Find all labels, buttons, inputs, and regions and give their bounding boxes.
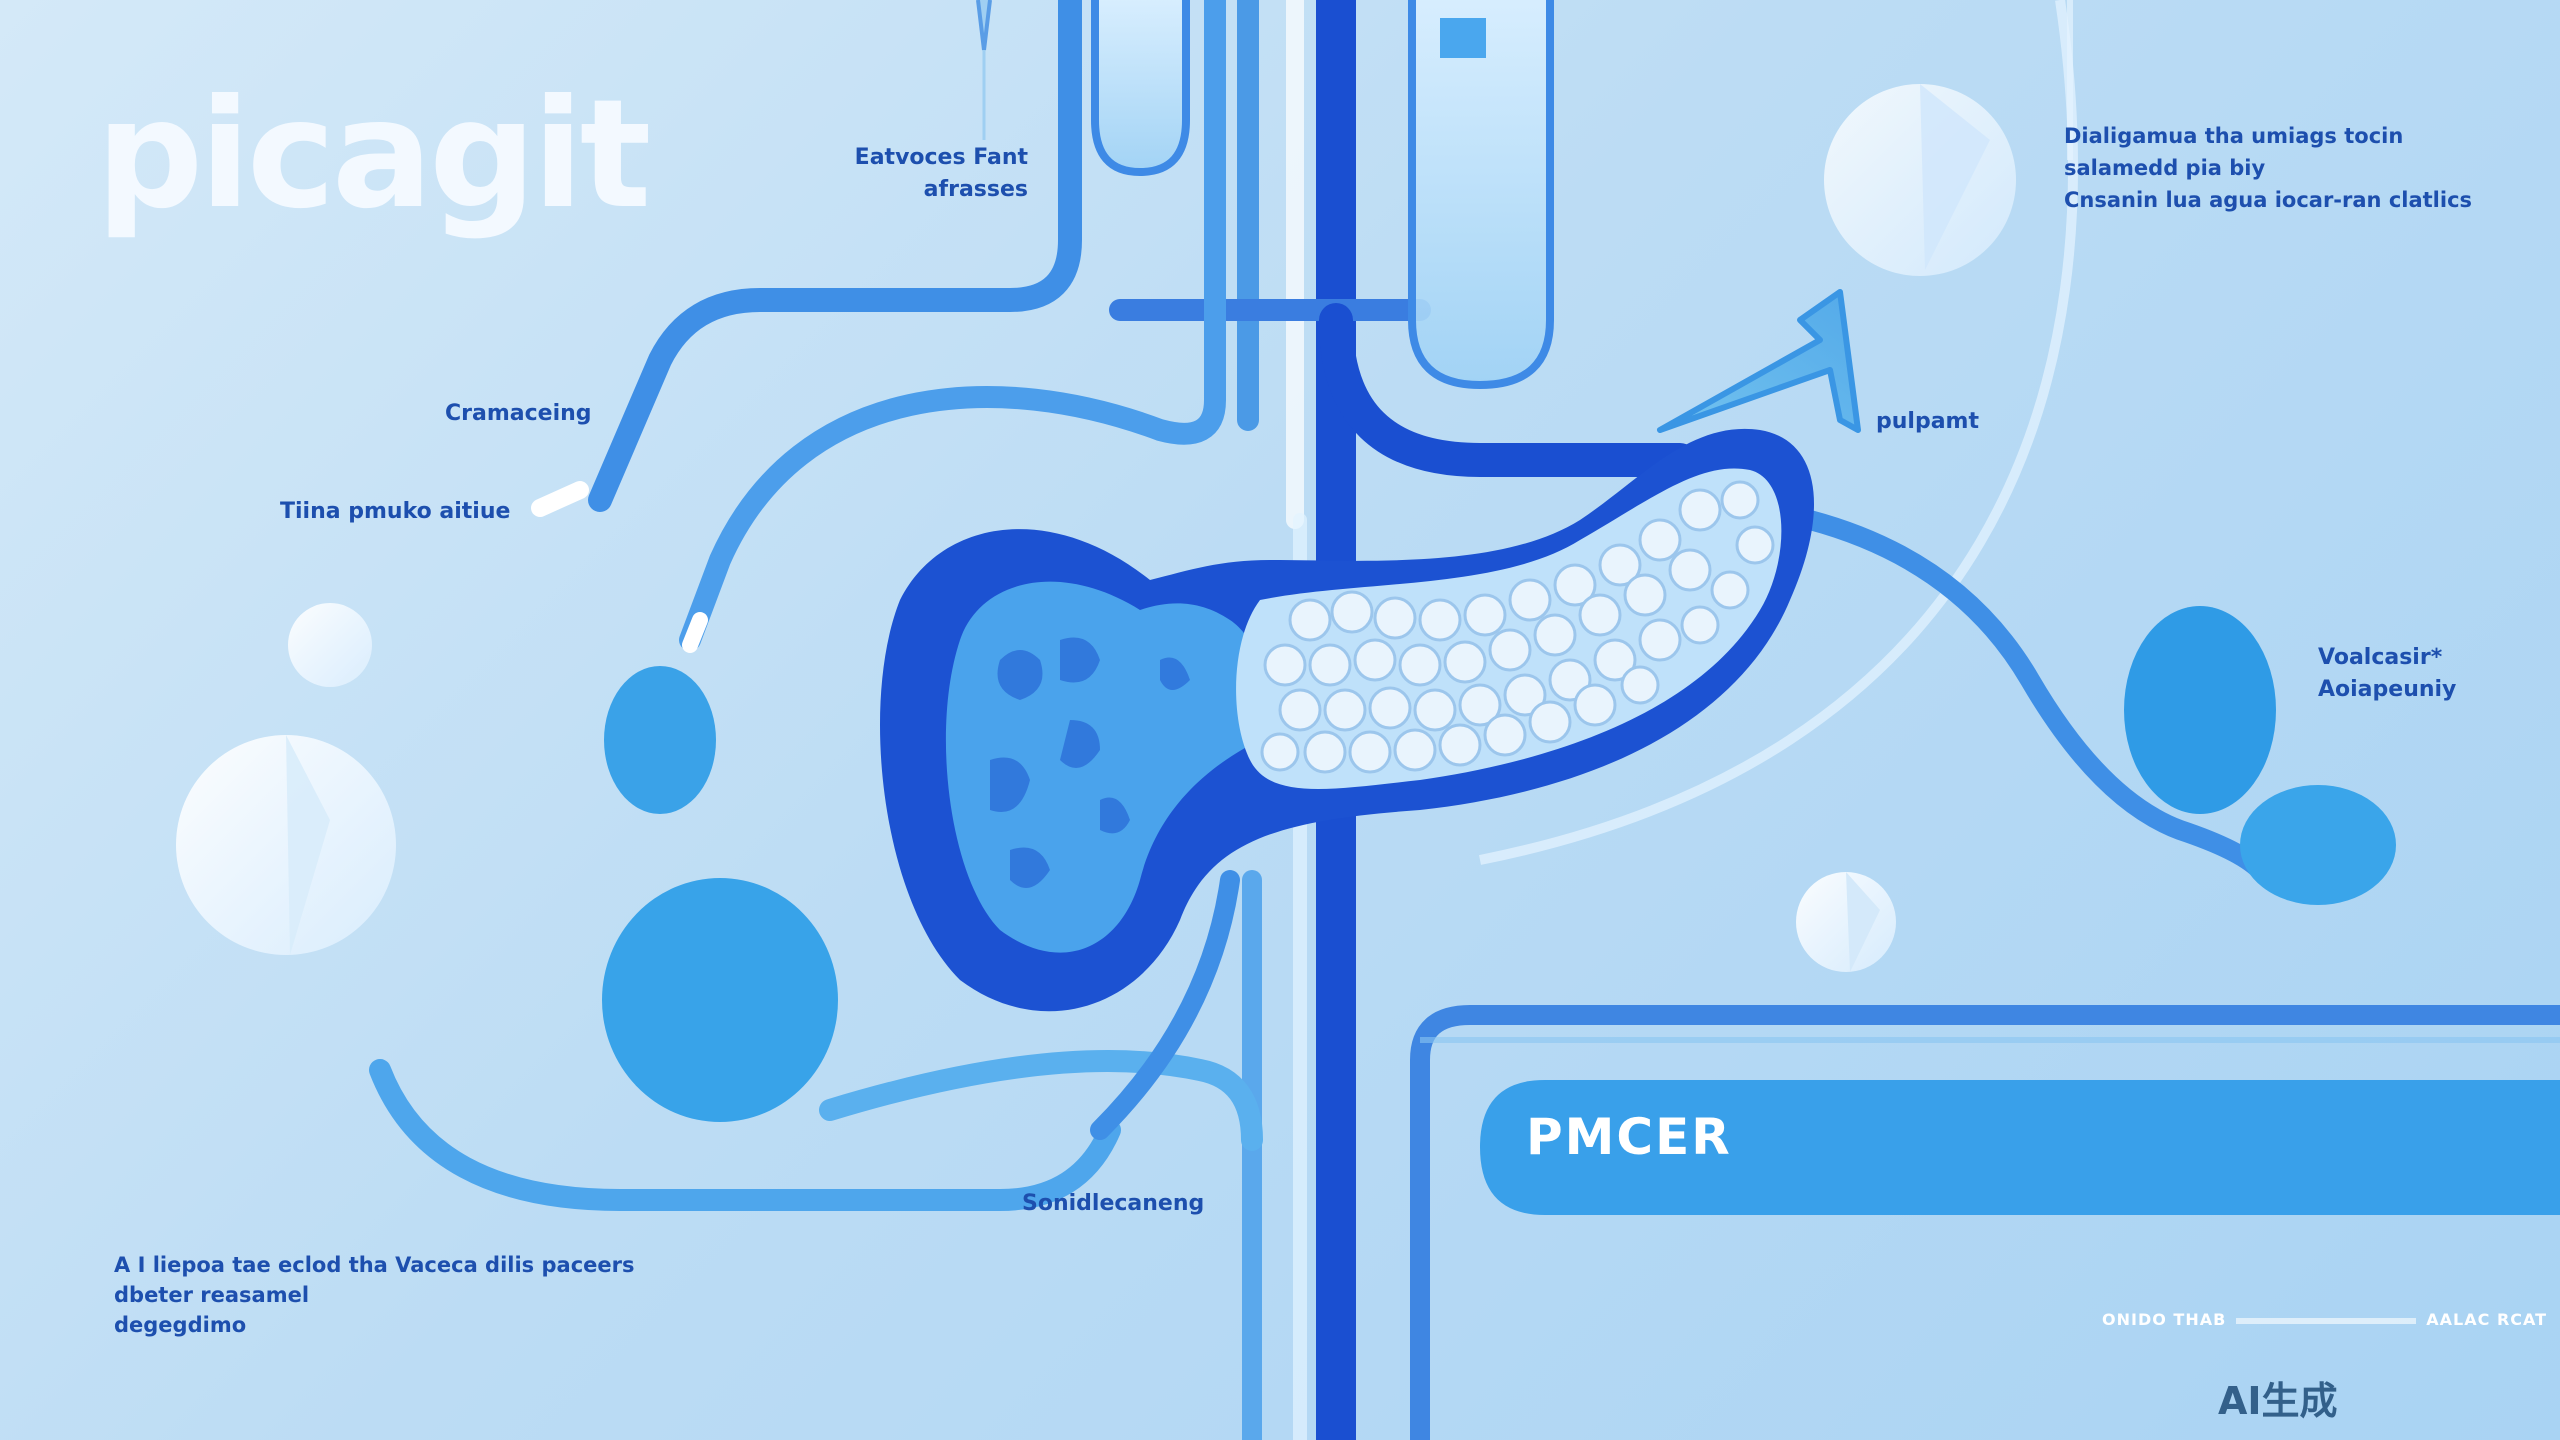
label-bottom-center: Sonidlecaneng xyxy=(1022,1191,1205,1216)
footer-line: ONIDO THAB AALAC RCAT xyxy=(2102,1310,2547,1329)
label-arrow: pulpamt xyxy=(1876,409,1979,434)
footer-right-text: AALAC RCAT xyxy=(2426,1310,2548,1329)
footer-divider xyxy=(2236,1317,2417,1324)
right-tube xyxy=(1800,510,2270,880)
background-arc xyxy=(1479,0,2078,865)
label-bottom-left: A I liepoa tae eclod tha Vaceca dilis pa… xyxy=(114,1253,635,1337)
footer-left-text: ONIDO THAB xyxy=(2102,1310,2227,1329)
label-right-mid: Voalcasir* Aoiapeuniy xyxy=(2318,645,2457,702)
droplets xyxy=(602,606,2396,1122)
label-top-center: Eatvoces Fant afrasses xyxy=(854,145,1028,202)
banner-bar xyxy=(1480,1080,2560,1215)
left-tubes xyxy=(369,0,1263,1211)
label-left-lower: Tiina pmuko aitiue xyxy=(280,499,511,524)
spheres xyxy=(176,84,2016,972)
test-tubes xyxy=(976,0,1554,390)
label-top-right: Dialigamua tha umiags tocin salamedd pia… xyxy=(2064,124,2473,212)
panel-frame xyxy=(1410,1005,2560,1440)
banner-title: PMCER xyxy=(1526,1108,1732,1166)
app-logo: picagit xyxy=(96,68,651,242)
acinar-cells xyxy=(1260,480,1775,774)
ai-generated-watermark: AI生成 xyxy=(2218,1379,2338,1423)
label-left-upper: Cramaceing xyxy=(445,401,592,426)
growth-arrow xyxy=(1657,289,1861,433)
pancreas xyxy=(880,428,1814,1012)
